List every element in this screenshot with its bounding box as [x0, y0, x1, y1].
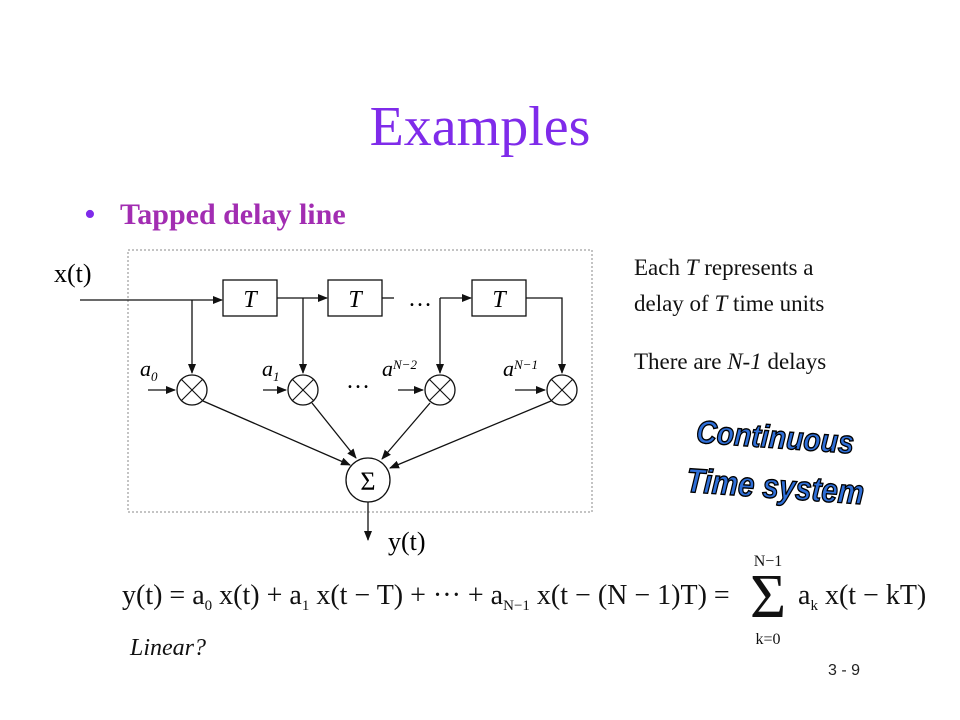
slide-title: Examples: [369, 96, 591, 158]
to-sum-1: [311, 402, 357, 459]
note-line-3-prefix: There are: [634, 349, 728, 374]
multiplier-0: [176, 374, 208, 406]
bullet-dot-icon: •: [84, 196, 96, 233]
note-line-1-var: T: [685, 255, 699, 280]
coef-an2: aN−2: [382, 356, 417, 381]
equation-lhs: y(t) = a0 x(t) + a1 x(t − T) + ··· + aN−…: [122, 580, 730, 614]
delay-box-2: [327, 279, 383, 317]
equation: y(t) = a0 x(t) + a1 x(t − T) + ··· + aN−…: [122, 553, 926, 648]
note-line-1: Each T represents a: [634, 250, 813, 286]
multiplier-n2: [424, 374, 456, 406]
note-line-2: delay of T time units: [634, 286, 824, 322]
sum-upper-limit: N−1: [754, 553, 783, 570]
continuous-time-system-stamp: Continuous Time system: [684, 413, 866, 513]
delay-ellipsis: …: [408, 286, 432, 312]
input-label: x(t): [54, 259, 92, 288]
note-line-2-var: T: [714, 291, 728, 316]
coef-a0: a0: [140, 356, 158, 384]
summation-symbol: Σ: [360, 467, 375, 496]
stamp-line-1: Continuous: [695, 414, 855, 461]
multiplier-1: [287, 374, 319, 406]
delay-label-3: T: [492, 287, 507, 313]
delay-label-2: T: [348, 287, 363, 313]
note-line-1-suffix: represents a: [698, 255, 814, 280]
diagram-frame: [127, 249, 593, 513]
linear-question: Linear?: [130, 635, 207, 661]
equation-rhs: ak x(t − kT): [798, 580, 926, 614]
output-label: y(t): [388, 527, 426, 556]
coef-a1: a1: [262, 356, 280, 384]
stamp-line-2: Time system: [685, 462, 865, 512]
coef-an1: aN−1: [503, 356, 538, 381]
note-line-1-prefix: Each: [634, 255, 686, 280]
to-sum-n1: [389, 400, 552, 469]
bullet-text: Tapped delay line: [120, 198, 346, 231]
to-sum-0: [202, 400, 351, 466]
multiplier-n1: [546, 374, 578, 406]
note-line-3-var: N-1: [727, 349, 762, 374]
tap-n1: [526, 297, 566, 374]
note-line-2-suffix: time units: [727, 291, 825, 316]
note-line-3: There are N-1 delays: [634, 344, 826, 380]
sum-sigma: Σ: [750, 563, 786, 631]
sum-lower-limit: k=0: [755, 631, 780, 648]
note-line-3-suffix: delays: [761, 349, 827, 374]
note-line-2-prefix: delay of: [634, 291, 715, 316]
delay-label-1: T: [243, 287, 258, 313]
to-sum-n2: [381, 402, 431, 460]
multiplier-ellipsis: …: [346, 368, 370, 394]
page-number: 3 - 9: [828, 662, 861, 679]
